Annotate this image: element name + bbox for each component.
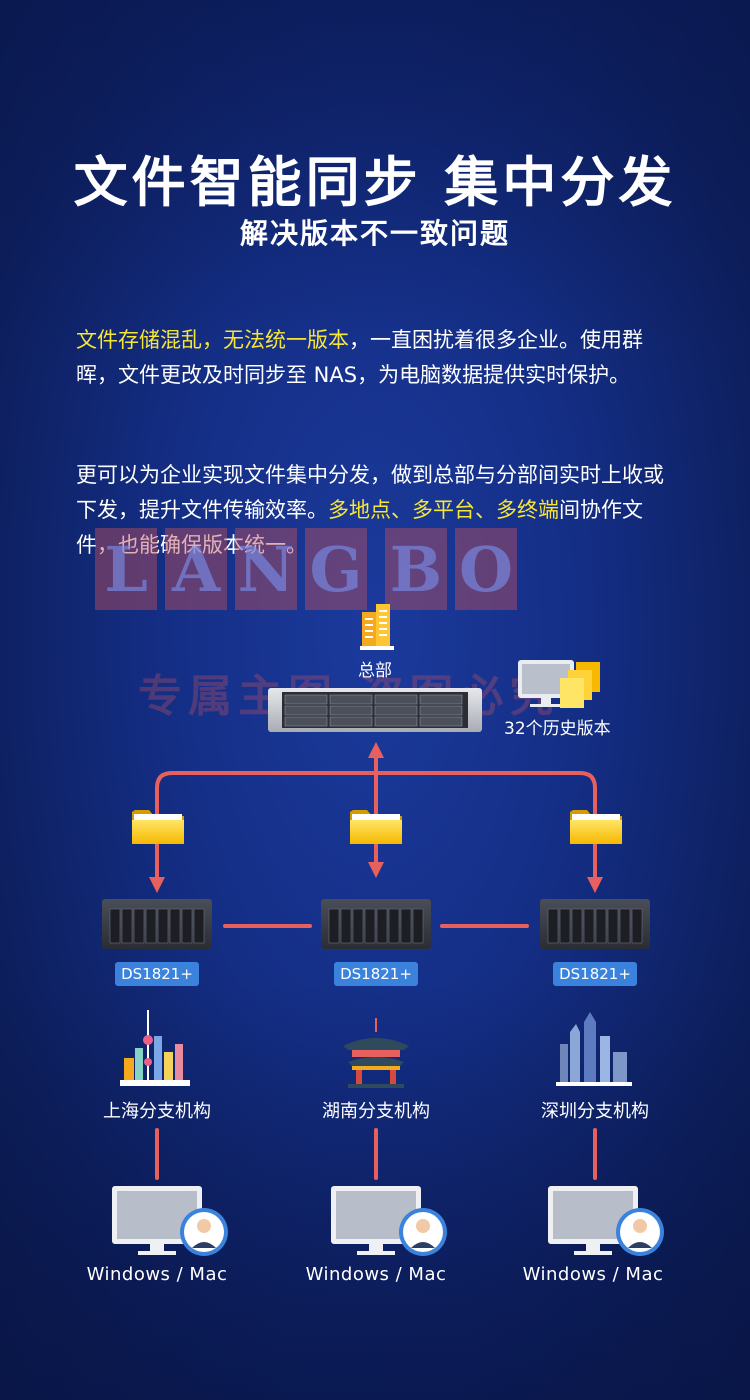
hq-rack-server-icon (268, 688, 482, 732)
history-versions-label: 32个历史版本 (504, 719, 611, 739)
client-label-shanghai: Windows / Mac (86, 1264, 228, 1285)
watermark-letter: L (95, 528, 157, 610)
shenzhen-skyline-icon (556, 1012, 632, 1086)
model-tag-shenzhen: DS1821+ (553, 962, 637, 986)
branch-label-shenzhen: 深圳分支机构 (541, 1101, 649, 1122)
branch-label-hunan: 湖南分支机构 (322, 1101, 430, 1122)
intro-text-1: ，一直困扰着很多企业。使用群晖，文件更改及时同步至 NAS，为电脑数据提供实时保… (76, 328, 643, 387)
intro-paragraph-2: 更可以为企业实现文件集中分发，做到总部与分部间实时上收或下发，提升文件传输效率。… (76, 458, 676, 563)
model-tag-shanghai: DS1821+ (115, 962, 199, 986)
intro-highlight-1: 文件存储混乱，无法统一版本 (76, 328, 349, 352)
intro-paragraph-1: 文件存储混乱，无法统一版本，一直困扰着很多企业。使用群晖，文件更改及时同步至 N… (76, 323, 676, 393)
watermark-letter: N (235, 528, 297, 610)
folder-icon (350, 810, 402, 844)
nas-device-icon (321, 899, 431, 949)
page-subtitle: 解决版本不一致问题 (239, 217, 510, 250)
client-computer-icon (112, 1186, 228, 1256)
client-computer-icon (331, 1186, 447, 1256)
page-title: 文件智能同步 集中分发 (73, 151, 677, 214)
intro-text-2: 更可以为企业实现文件集中分发，做到总部与分部间实时上收或下发，提升文件传输效率。 (76, 463, 664, 522)
hq-label: 总部 (358, 661, 392, 681)
branch-label-shanghai: 上海分支机构 (103, 1101, 211, 1122)
history-versions-icon (518, 660, 600, 708)
model-tag-hunan: DS1821+ (334, 962, 418, 986)
client-label-shenzhen: Windows / Mac (522, 1264, 664, 1285)
hunan-pavilion-icon (343, 1018, 409, 1088)
folder-icon (570, 810, 622, 844)
shanghai-skyline-icon (120, 1010, 190, 1086)
watermark-letter: G (305, 528, 367, 610)
watermark-letter: A (165, 528, 227, 610)
watermark-letter: B (385, 528, 447, 610)
folder-icon (132, 810, 184, 844)
client-label-hunan: Windows / Mac (305, 1264, 447, 1285)
building-icon (360, 604, 394, 650)
intro-text-3: 间协作文件，也能确保版本统一。 (76, 498, 643, 557)
watermark-letter: O (455, 528, 517, 610)
watermark-logo: L A N G B O (95, 528, 517, 610)
intro-highlight-2: 多地点、多平台、多终端 (328, 498, 559, 522)
nas-device-icon (540, 899, 650, 949)
nas-device-icon (102, 899, 212, 949)
client-computer-icon (548, 1186, 664, 1256)
